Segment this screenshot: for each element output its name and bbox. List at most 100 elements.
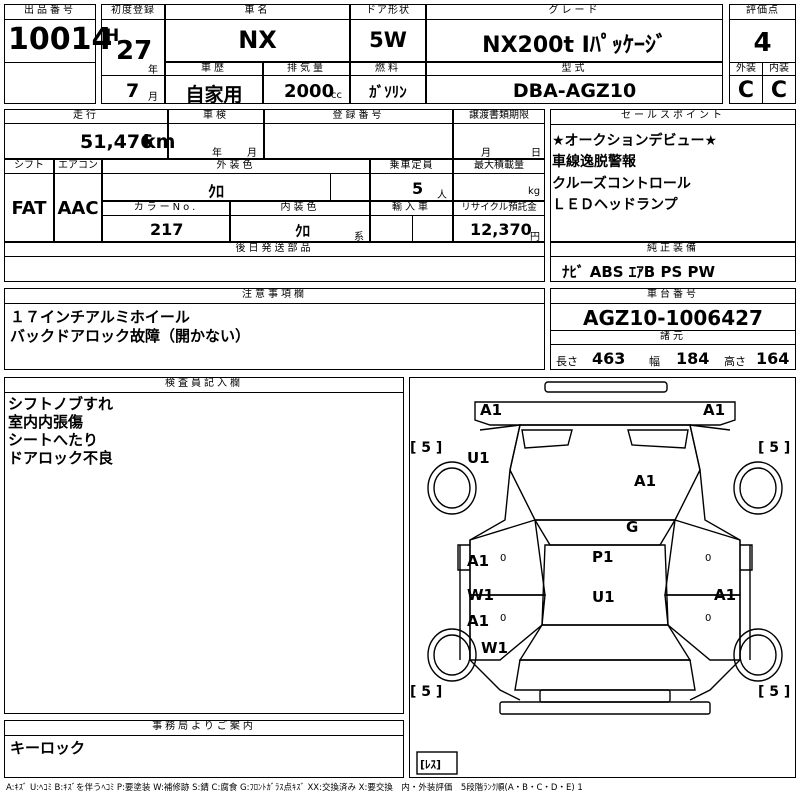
exterior-color-value: ｸﾛ (207, 182, 224, 201)
caution-line: バックドアロック故障（開かない） (10, 327, 251, 345)
mileage-cell (4, 109, 168, 159)
mark-left-front-door: A1 (467, 552, 490, 570)
caution-box (4, 288, 545, 370)
mark-center-rear: U1 (592, 588, 615, 606)
mark-windshield: G (626, 518, 639, 536)
recycle-unit: 円 (530, 232, 540, 243)
lot-number-value: 10014 (8, 22, 113, 57)
car-name-box (165, 4, 350, 62)
first-registration-divider (101, 75, 165, 76)
mark-left-rear-lower: A1 (467, 612, 490, 630)
door-type-box (350, 4, 426, 62)
sales-point-item: ★オークションデビュー★ (552, 133, 718, 149)
first-registration-label: 初度登録 (101, 4, 165, 20)
height-value: 164 (756, 349, 790, 368)
mark-roof: P1 (592, 548, 614, 566)
transfer-day-unit: 日 (531, 148, 541, 159)
windshield (533, 519, 677, 546)
office-notice-value: キーロック (10, 739, 86, 757)
chassis-number-box (550, 288, 796, 370)
rear-window (518, 624, 692, 661)
color-number-cell (102, 201, 230, 242)
damage-code-legend: A:ｷｽﾞ U:ﾍｺﾐ B:ｷｽﾞを伴うﾍｺﾐ P:要塗装 W:補修跡 S:錆 … (6, 783, 583, 793)
tire-top-right: [ 5 ] (758, 440, 791, 456)
grade-value: NX200t Iﾊﾟｯｹｰｼﾞ (482, 33, 667, 58)
fuel-box (350, 62, 426, 104)
inspector-note-line: 室内内張傷 (8, 413, 84, 431)
interior-box (762, 62, 796, 104)
exterior-color-subdivider (330, 174, 331, 201)
left-body-outline (469, 424, 521, 701)
equipment-value: ﾅﾋﾞ ABS ｴｱB PS PW (562, 263, 716, 281)
transfer-deadline-cell (453, 109, 545, 159)
door-type-value: 5W (369, 28, 407, 52)
headlight-left (521, 429, 573, 449)
shift-cell (4, 159, 54, 242)
right-front-door (664, 519, 741, 596)
mark-right-rear-zero: 0 (705, 613, 712, 624)
capacity-cell (370, 159, 453, 201)
exterior-color-cell (102, 159, 370, 201)
shift-value: FAT (11, 198, 47, 219)
caution-line: １７インチアルミホイール (10, 308, 190, 326)
capacity-value: 5 (412, 179, 424, 198)
spare-tire-box (416, 751, 458, 775)
inspector-notes-box (4, 377, 404, 714)
office-notice-box (4, 720, 404, 778)
import-cell (370, 201, 453, 242)
model-value: DBA-AGZ10 (512, 80, 637, 102)
chassis-number-value: AGZ10-1006427 (583, 306, 763, 330)
mark-left-door-zero: 0 (500, 553, 507, 564)
rear-bumper (539, 689, 671, 703)
month-unit: 月 (148, 92, 158, 103)
displacement-value: 2000 (284, 81, 335, 102)
right-rear-door (664, 594, 741, 661)
wheel-rear-left-inner (433, 634, 471, 676)
wheel-front-right-inner (739, 467, 777, 509)
sales-point-item: ＬＥＤヘッドランプ (552, 197, 678, 213)
hood-outline (509, 424, 701, 521)
left-rear-door (469, 594, 546, 661)
color-number-value: 217 (150, 220, 184, 239)
year-unit: 年 (148, 65, 158, 76)
recycle-cell (453, 201, 545, 242)
mark-right-rear-door: A1 (714, 586, 737, 604)
displacement-unit: cc (331, 90, 342, 101)
wheel-rear-right (733, 628, 783, 682)
width-value: 184 (676, 349, 710, 368)
history-box (165, 62, 263, 104)
front-bumper (474, 401, 736, 426)
mark-front-left: A1 (480, 401, 503, 419)
length-value: 463 (592, 349, 626, 368)
month-value: 7 (126, 80, 140, 102)
tire-bottom-left: [ 5 ] (410, 684, 443, 700)
height-label: 高さ (724, 355, 746, 368)
wheel-rear-left (427, 628, 477, 682)
aircon-cell (54, 159, 102, 242)
wheel-front-left (427, 461, 477, 515)
max-load-cell (453, 159, 545, 201)
mark-left-rear-door: W1 (467, 586, 494, 604)
sales-points-box (550, 109, 796, 242)
registration-number-cell (264, 109, 453, 159)
length-label: 長さ (556, 355, 578, 368)
tailgate (514, 659, 696, 691)
score-value: 4 (753, 28, 772, 58)
spare-tire: [ﾚｽ] (420, 758, 442, 771)
exterior-value: C (737, 78, 755, 103)
model-box (426, 62, 723, 104)
mark-left-front-fender: U1 (467, 449, 490, 467)
inspector-note-line: シートへたり (8, 431, 99, 449)
inspector-note-line: シフトノブすれ (8, 395, 114, 413)
lot-number-divider (4, 62, 96, 63)
tire-top-left: [ 5 ] (410, 440, 443, 456)
mark-right-door-zero: 0 (705, 553, 712, 564)
wheel-front-left-inner (433, 467, 471, 509)
right-mirror (740, 544, 753, 571)
sales-point-item: 車線逸脱警報 (552, 154, 636, 170)
left-mirror (457, 544, 470, 571)
transfer-month-unit: 月 (481, 148, 491, 159)
max-load-unit: kg (528, 186, 541, 197)
lot-number-label: 出品番号 (4, 4, 96, 20)
